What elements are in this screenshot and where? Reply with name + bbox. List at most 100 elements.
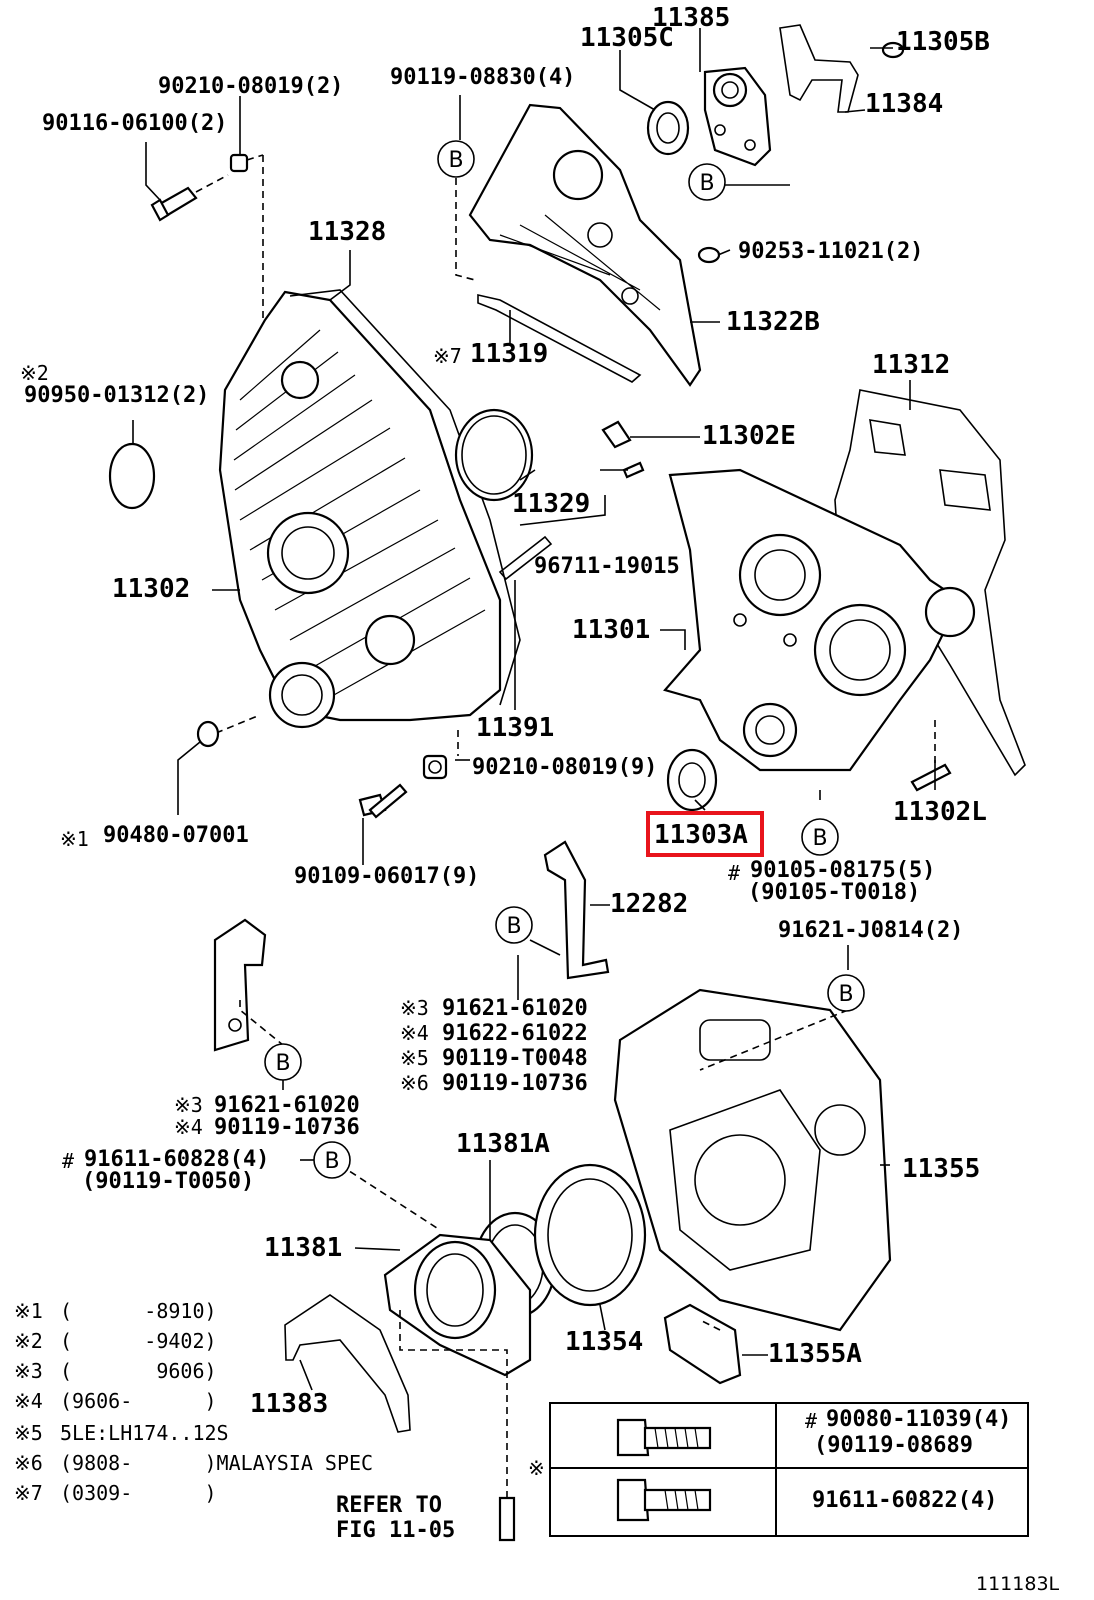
label-11302l: 11302L [893, 797, 987, 827]
part-11305b-plug [881, 41, 905, 59]
label-96711: 96711-19015 [534, 554, 680, 579]
label-91611-60828: 91611-60828(4) [84, 1147, 269, 1172]
label-90119-10736-b: 90119-10736 [214, 1115, 360, 1140]
part-90480-washer [196, 720, 220, 748]
hash-mark-90105: # [728, 861, 740, 885]
label-91611-60822: 91611-60822(4) [812, 1488, 997, 1513]
svg-text:B: B [448, 148, 463, 173]
part-90109-bolt [358, 783, 408, 819]
note-mark-5a: ※5 [400, 1046, 429, 1070]
part-90210-top-nut [229, 153, 249, 173]
label-11305c: 11305C [580, 23, 674, 53]
note-mark-3b: ※3 [174, 1093, 203, 1117]
circle-b-marker: B [801, 818, 839, 856]
notes-list: ※1( -8910) ※2( -9402) ※3( 9606) ※4(9606-… [14, 1299, 373, 1505]
table-note-mark: ※ [528, 1456, 545, 1480]
svg-text:(9606- ): (9606- ) [60, 1389, 217, 1413]
label-91621-61020-b: 91621-61020 [214, 1093, 360, 1118]
note-row: ※6 (9808- )MALAYSIA SPEC [14, 1451, 373, 1475]
circle-b-marker: B [827, 974, 865, 1012]
label-90109: 90109-06017(9) [294, 864, 479, 889]
label-91621-j0814: 91621-J0814(2) [778, 918, 963, 943]
note-mark-90950: ※2 [20, 361, 49, 385]
label-11301: 11301 [572, 615, 650, 645]
svg-text:※2: ※2 [14, 1329, 43, 1353]
label-90105-b: (90105-T0018) [748, 880, 920, 905]
label-11303a: 11303A [654, 820, 748, 850]
label-11355a: 11355A [768, 1339, 862, 1369]
note-mark-3a: ※3 [400, 996, 429, 1020]
label-90119-t0048: 90119-T0048 [442, 1046, 588, 1071]
figure-number: 111183L [976, 1573, 1060, 1595]
part-11302l-stud [910, 763, 952, 792]
part-12282-bracket [543, 840, 610, 980]
label-11305b: 11305B [896, 27, 990, 57]
svg-text:B: B [324, 1149, 339, 1174]
part-11329-o-ring [454, 408, 534, 502]
refer-to-text: REFER TO [336, 1493, 442, 1518]
svg-text:※6: ※6 [14, 1451, 43, 1475]
circle-b-markers: B B B B B B B [264, 140, 865, 1179]
part-90210-mid-nut [422, 754, 448, 780]
svg-text:5LE:LH174..12S: 5LE:LH174..12S [60, 1421, 229, 1445]
svg-text:( -9402): ( -9402) [60, 1329, 217, 1353]
svg-text:B: B [838, 982, 853, 1007]
svg-text:( -8910): ( -8910) [60, 1299, 217, 1323]
part-11355a-pad [663, 1303, 742, 1385]
part-11384-gasket [779, 24, 859, 113]
part-90116-bolt [150, 174, 229, 222]
label-90105-a: 90105-08175(5) [750, 858, 935, 883]
circle-b-marker: B [688, 163, 726, 201]
highlight-box-11303a [646, 811, 764, 857]
svg-text:B: B [506, 914, 521, 939]
part-11319-rod [477, 293, 642, 383]
note-mark-90480: ※1 [60, 827, 89, 851]
label-91622-61022: 91622-61022 [442, 1021, 588, 1046]
label-11319: 11319 [470, 339, 548, 369]
svg-text:※4: ※4 [14, 1389, 43, 1413]
label-11384: 11384 [865, 89, 943, 119]
label-12282: 12282 [610, 889, 688, 919]
svg-text:(9808- )MALAYSIA SPEC: (9808- )MALAYSIA SPEC [60, 1451, 373, 1475]
label-11322b: 11322B [726, 307, 820, 337]
svg-text:※7: ※7 [14, 1481, 43, 1505]
hash-mark-91611: # [62, 1149, 74, 1173]
label-11381: 11381 [264, 1233, 342, 1263]
part-11383-gasket [284, 1294, 411, 1433]
label-11302: 11302 [112, 574, 190, 604]
note-row: ※4 (9606- ) [14, 1389, 217, 1413]
svg-text:( 9606): ( 9606) [60, 1359, 217, 1383]
label-11355: 11355 [902, 1154, 980, 1184]
svg-text:B: B [699, 171, 714, 196]
svg-text:B: B [275, 1051, 290, 1076]
part-left-bracket [213, 918, 267, 1052]
leader-lines [132, 28, 936, 1498]
label-11385: 11385 [652, 3, 730, 33]
label-90119-10736-a: 90119-10736 [442, 1071, 588, 1096]
note-mark-11319: ※7 [433, 344, 462, 368]
circle-b-marker: B [437, 140, 475, 178]
hash-mark-90080: # [805, 1409, 817, 1433]
label-11312: 11312 [872, 350, 950, 380]
label-90080: 90080-11039(4) [826, 1407, 1011, 1432]
label-90950: 90950-01312(2) [24, 383, 209, 408]
label-11383: 11383 [250, 1389, 328, 1419]
part-11385-drawing [703, 66, 772, 167]
label-90119-08830: 90119-08830(4) [390, 65, 575, 90]
part-refer-stud [498, 1496, 516, 1542]
svg-text:B: B [812, 826, 827, 851]
part-labels: 11385 11305C 11305B 90210-08019(2) 90119… [20, 3, 990, 1543]
part-11312-gasket [834, 389, 1026, 777]
label-11391: 11391 [476, 713, 554, 743]
label-90116: 90116-06100(2) [42, 111, 227, 136]
note-row: ※2 ( -9402) [14, 1329, 217, 1353]
part-11301-case [663, 468, 976, 772]
part-11302e-bolt [601, 420, 645, 479]
svg-text:(0309- ): (0309- ) [60, 1481, 217, 1505]
circle-b-marker: B [264, 1043, 302, 1081]
label-91621-61020-a: 91621-61020 [442, 996, 588, 1021]
part-11355-plate [613, 988, 892, 1332]
label-90210-top: 90210-08019(2) [158, 74, 343, 99]
